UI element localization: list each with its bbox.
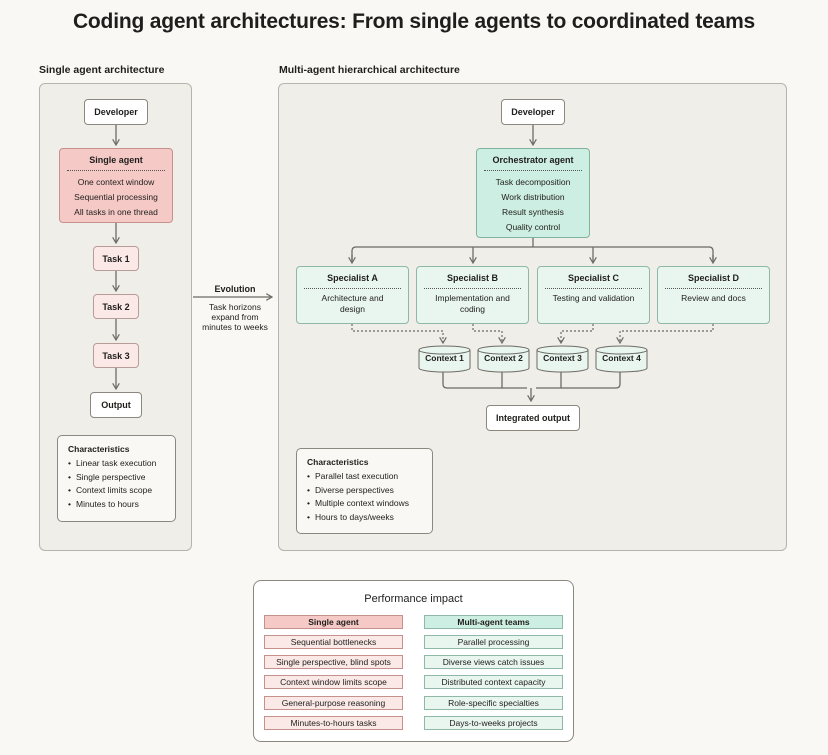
multi-characteristics: Characteristics Parallel tast execution …: [296, 448, 433, 534]
context-1-cylinder: Context 1: [418, 345, 471, 373]
multi-section-label: Multi-agent hierarchical architecture: [279, 64, 460, 76]
performance-panel: Performance impact Single agent Multi-ag…: [253, 580, 574, 742]
context-4-cylinder: Context 4: [595, 345, 648, 373]
evolution-label: Evolution: [214, 284, 256, 294]
evolution-line: minutes to weeks: [202, 322, 268, 332]
single-characteristics: Characteristics Linear task execution Si…: [57, 435, 176, 522]
single-agent-line: One context window: [77, 177, 155, 187]
single-output-box: Output: [90, 392, 142, 418]
specialist-title: Specialist D: [664, 273, 763, 289]
specialist-d-box: Specialist D Review and docs: [657, 266, 770, 324]
context-label: Context 3: [543, 353, 582, 363]
performance-left-cell: Context window limits scope: [264, 675, 403, 689]
performance-left-cell: Sequential bottlenecks: [264, 635, 403, 649]
specialist-line: Testing and validation: [552, 293, 635, 303]
performance-right-cell: Distributed context capacity: [424, 675, 563, 689]
task-2-box: Task 2: [93, 294, 139, 319]
context-label: Context 1: [425, 353, 464, 363]
performance-right-cell: Role-specific specialties: [424, 696, 563, 710]
orchestrator-line: Work distribution: [501, 192, 565, 202]
single-section-label: Single agent architecture: [39, 64, 165, 76]
performance-right-cell: Days-to-weeks projects: [424, 716, 563, 730]
performance-right-header: Multi-agent teams: [424, 615, 563, 629]
single-agent-box: Single agent One context window Sequenti…: [59, 148, 173, 223]
single-developer-box: Developer: [84, 99, 148, 125]
specialist-a-box: Specialist A Architecture and design: [296, 266, 409, 324]
context-label: Context 2: [484, 353, 523, 363]
single-characteristic-item: Minutes to hours: [68, 498, 165, 512]
orchestrator-line: Result synthesis: [502, 207, 564, 217]
single-characteristic-item: Linear task execution: [68, 457, 165, 471]
specialist-title: Specialist A: [303, 273, 402, 289]
multi-characteristic-item: Hours to days/weeks: [307, 511, 422, 525]
orchestrator-title: Orchestrator agent: [483, 155, 583, 171]
single-agent-line: Sequential processing: [74, 192, 158, 202]
specialist-line: Architecture and: [321, 293, 384, 303]
multi-developer-box: Developer: [501, 99, 565, 125]
cylinder-shape-icon: [477, 345, 530, 373]
multi-characteristic-item: Multiple context windows: [307, 497, 422, 511]
orchestrator-line: Task decomposition: [495, 177, 571, 187]
specialist-line: Implementation and: [435, 293, 510, 303]
context-2-cylinder: Context 2: [477, 345, 530, 373]
multi-characteristic-item: Parallel tast execution: [307, 470, 422, 484]
single-characteristics-title: Characteristics: [68, 444, 130, 454]
single-agent-title: Single agent: [66, 155, 166, 171]
task-1-box: Task 1: [93, 246, 139, 271]
specialist-title: Specialist B: [423, 273, 522, 289]
evolution-line: expand from: [211, 312, 259, 322]
performance-left-header: Single agent: [264, 615, 403, 629]
single-characteristic-item: Context limits scope: [68, 484, 165, 498]
specialist-line: design: [339, 304, 366, 314]
page-title: Coding agent architectures: From single …: [72, 10, 756, 33]
cylinder-shape-icon: [595, 345, 648, 373]
performance-left-cell: Minutes-to-hours tasks: [264, 716, 403, 730]
orchestrator-line: Quality control: [505, 222, 561, 232]
context-3-cylinder: Context 3: [536, 345, 589, 373]
single-agent-line: All tasks in one thread: [74, 207, 158, 217]
cylinder-shape-icon: [536, 345, 589, 373]
single-characteristic-item: Single perspective: [68, 471, 165, 485]
context-label: Context 4: [602, 353, 641, 363]
evolution-description: Task horizons expand from minutes to wee…: [194, 302, 276, 332]
branch-bar: [351, 246, 714, 260]
specialist-title: Specialist C: [544, 273, 643, 289]
performance-right-cell: Diverse views catch issues: [424, 655, 563, 669]
performance-left-cell: Single perspective, blind spots: [264, 655, 403, 669]
performance-left-cell: General-purpose reasoning: [264, 696, 403, 710]
multi-characteristics-title: Characteristics: [307, 457, 369, 467]
orchestrator-box: Orchestrator agent Task decomposition Wo…: [476, 148, 590, 238]
cylinder-shape-icon: [418, 345, 471, 373]
multi-characteristic-item: Diverse perspectives: [307, 484, 422, 498]
evolution-line: Task horizons: [209, 302, 261, 312]
specialist-c-box: Specialist C Testing and validation: [537, 266, 650, 324]
specialist-line: coding: [459, 304, 486, 314]
integrated-output-box: Integrated output: [486, 405, 580, 431]
specialist-b-box: Specialist B Implementation and coding: [416, 266, 529, 324]
specialist-line: Review and docs: [681, 293, 746, 303]
performance-title: Performance impact: [364, 593, 463, 605]
task-3-box: Task 3: [93, 343, 139, 368]
performance-right-cell: Parallel processing: [424, 635, 563, 649]
